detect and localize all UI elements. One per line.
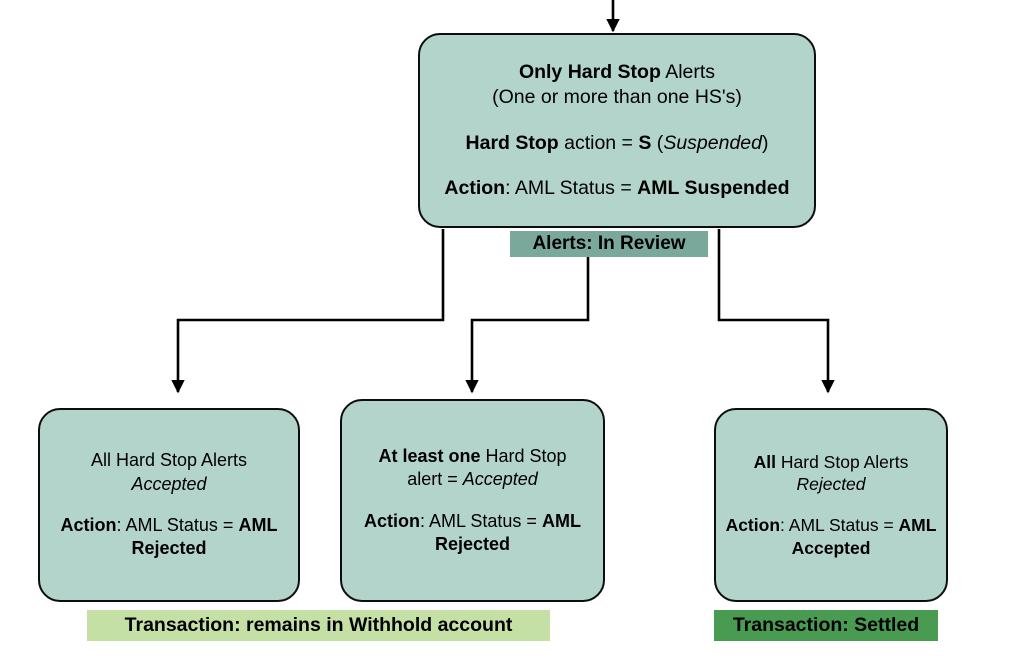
- main-node-hard-stop-action: Hard Stop action = S (Suspended): [420, 131, 814, 156]
- middle-node-action: Action: AML Status = AML Rejected: [342, 510, 603, 556]
- connector-main-to-right: [717, 229, 835, 394]
- middle-action-bold: Action: [364, 510, 421, 531]
- right-action-mid: : AML Status =: [780, 515, 899, 536]
- banner-withhold-label: Transaction: remains in Withhold account: [124, 614, 513, 636]
- right-line2-italic: Rejected: [796, 474, 866, 495]
- connector-main-to-middle: [465, 257, 590, 394]
- node-all-hard-stop-alerts-rejected[interactable]: All Hard Stop Alerts Rejected Action: AM…: [714, 408, 948, 602]
- middle-node-condition: At least one Hard Stop alert = Accepted: [342, 445, 603, 491]
- banner-transaction-settled: Transaction: Settled: [714, 610, 938, 641]
- connector-main-to-left: [171, 229, 445, 394]
- main-action-mid: : AML Status =: [505, 176, 638, 199]
- main-line3-close: ): [761, 131, 769, 154]
- main-line3-bold: Hard Stop: [465, 131, 559, 154]
- main-line2: (One or more than one HS's): [492, 86, 742, 109]
- main-line1-bold: Only Hard Stop: [518, 61, 661, 84]
- main-line3-mid: action =: [558, 131, 639, 154]
- middle-line2-italic: Accepted: [462, 469, 538, 490]
- middle-action-value: AML Rejected: [434, 510, 581, 554]
- main-action-bold: Action: [444, 176, 506, 199]
- left-node-action: Action: AML Status = AML Rejected: [40, 514, 298, 560]
- main-line3-s: S: [638, 131, 652, 154]
- main-node-line-1: Only Hard Stop Alerts (One or more than …: [420, 60, 814, 110]
- right-node-action: Action: AML Status = AML Accepted: [716, 514, 946, 559]
- left-action-mid: : AML Status =: [116, 515, 239, 536]
- right-line1-rest: Hard Stop Alerts: [776, 452, 909, 473]
- middle-action-mid: : AML Status =: [420, 510, 542, 531]
- banner-transaction-withhold: Transaction: remains in Withhold account: [87, 610, 550, 641]
- main-line3-italic: Suspended: [663, 131, 762, 154]
- left-action-bold: Action: [60, 515, 117, 536]
- status-badge-alerts-in-review: Alerts: In Review: [510, 231, 708, 257]
- right-action-bold: Action: [725, 515, 781, 536]
- right-node-condition: All Hard Stop Alerts Rejected: [716, 451, 946, 496]
- node-at-least-one-hard-stop-accepted[interactable]: At least one Hard Stop alert = Accepted …: [340, 399, 605, 602]
- left-action-value: AML Rejected: [131, 515, 278, 559]
- right-action-value: AML Accepted: [791, 515, 937, 558]
- banner-settled-label: Transaction: Settled: [732, 614, 920, 636]
- main-line3-open: (: [651, 131, 664, 154]
- middle-line2-plain: alert =: [407, 469, 463, 490]
- left-node-condition: All Hard Stop Alerts Accepted: [40, 449, 298, 495]
- middle-line1-bold: At least one: [378, 445, 481, 466]
- right-line1-bold: All: [753, 452, 777, 473]
- node-only-hard-stop-alerts[interactable]: Only Hard Stop Alerts (One or more than …: [418, 33, 816, 228]
- badge-label: Alerts: In Review: [532, 233, 686, 254]
- main-action-value: AML Suspended: [637, 176, 790, 199]
- left-line1-rest: All Hard Stop Alerts: [90, 450, 248, 471]
- main-node-action: Action: AML Status = AML Suspended: [420, 176, 814, 201]
- node-all-hard-stop-alerts-accepted[interactable]: All Hard Stop Alerts Accepted Action: AM…: [38, 408, 300, 602]
- left-line2-italic: Accepted: [131, 473, 207, 494]
- main-line1-rest: Alerts: [660, 61, 716, 84]
- middle-line1-rest: Hard Stop: [480, 445, 567, 466]
